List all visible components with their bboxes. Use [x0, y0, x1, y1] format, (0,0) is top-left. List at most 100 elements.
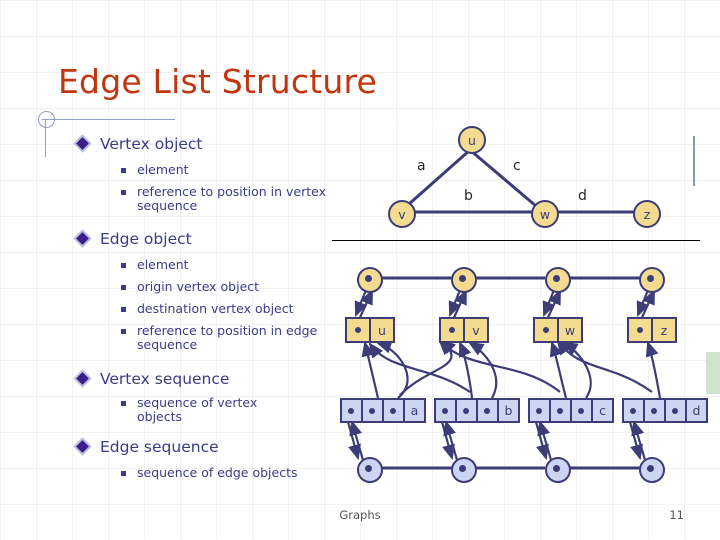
edge-object-origin-cell — [643, 400, 664, 421]
edge-sequence-node[interactable] — [357, 457, 383, 483]
graph-node-label: u — [468, 132, 476, 148]
square-bullet-icon — [121, 329, 126, 334]
pointer-dot-icon — [348, 408, 354, 414]
graph-edge-label-b: b — [464, 188, 473, 204]
vertex-object-w[interactable]: w — [533, 317, 583, 343]
edge-object-destination-cell — [570, 400, 591, 421]
graph-node-w[interactable]: w — [531, 200, 559, 228]
vertex-sequence-node[interactable] — [451, 267, 477, 293]
edge-object-element-cell: d — [685, 400, 706, 421]
graph-edge-label-a: a — [417, 158, 426, 174]
pointer-dot-icon — [442, 408, 448, 414]
edge-object-a[interactable]: a — [340, 398, 426, 423]
subbullet-label: reference to position in vertex sequence — [137, 184, 327, 213]
diamond-bullet-icon — [76, 372, 89, 385]
bullet-label: Vertex sequence — [100, 370, 230, 388]
pointer-dot-icon — [651, 408, 657, 414]
edge-sequence-node[interactable] — [639, 457, 665, 483]
pointer-dot-icon — [536, 408, 542, 414]
graph-node-v[interactable]: v — [388, 200, 416, 228]
bullet-label: Edge sequence — [100, 438, 219, 456]
bullet-label: Edge object — [100, 230, 192, 248]
vertex-sequence-node[interactable] — [639, 267, 665, 293]
vertex-object-pointer-cell — [535, 319, 557, 341]
square-bullet-icon — [121, 285, 126, 290]
subbullet-sequence-of-edge-objects: sequence of edge objects — [121, 466, 352, 480]
edge-object-origin-cell — [455, 400, 476, 421]
pointer-dot-icon — [578, 408, 584, 414]
square-bullet-icon — [121, 263, 126, 268]
pointer-dot-icon — [463, 408, 469, 414]
pointer-dot-icon — [553, 465, 560, 472]
vertex-object-v[interactable]: v — [439, 317, 489, 343]
vertex-object-pointer-cell — [347, 319, 369, 341]
page-title: Edge List Structure — [58, 62, 378, 101]
pointer-dot-icon — [459, 275, 466, 282]
subbullet-element: element — [121, 162, 347, 177]
pointer-dot-icon — [557, 408, 563, 414]
vertex-object-pointer-cell — [441, 319, 463, 341]
bullet-vertex-sequence: Vertex sequence — [76, 370, 230, 388]
vertex-object-element-cell: w — [557, 319, 581, 341]
horizontal-divider — [332, 240, 700, 241]
diamond-bullet-icon — [76, 137, 89, 150]
diamond-bullet-icon — [76, 232, 89, 245]
pointer-dot-icon — [647, 465, 654, 472]
pointer-dot-icon — [365, 275, 372, 282]
edge-object-element-cell: b — [497, 400, 518, 421]
pointer-dot-icon — [355, 327, 361, 333]
bullet-edge-sequence: Edge sequence — [76, 438, 219, 456]
graph-node-label: w — [539, 206, 551, 222]
subbullet-element: element — [121, 257, 352, 272]
graph-node-label: v — [398, 206, 406, 222]
edge-object-c[interactable]: c — [528, 398, 614, 423]
graph-edge-label-d: d — [578, 188, 587, 204]
subbullet-sequence-of-vertex-objects: sequence of vertex objects — [121, 396, 292, 424]
pointer-dot-icon — [449, 327, 455, 333]
vertex-object-element-cell: v — [463, 319, 487, 341]
pointer-dot-icon — [484, 408, 490, 414]
edge-object-element-cell: a — [403, 400, 424, 421]
subbullet-label: element — [137, 257, 189, 272]
graph-node-u[interactable]: u — [458, 126, 486, 154]
edge-object-pointer-cell — [530, 400, 549, 421]
edge-object-element-cell: c — [591, 400, 612, 421]
subbullet-label: reference to position in edge sequence — [137, 323, 318, 352]
vertex-object-u[interactable]: u — [345, 317, 395, 343]
pointer-dot-icon — [637, 327, 643, 333]
pointer-dot-icon — [543, 327, 549, 333]
pointer-dot-icon — [459, 465, 466, 472]
subbullet-reference-vertex-sequence: reference to position in vertex sequence — [121, 184, 342, 213]
diamond-bullet-icon — [76, 440, 89, 453]
square-bullet-icon — [121, 471, 126, 476]
edge-sequence-node[interactable] — [545, 457, 571, 483]
bullet-label: Vertex object — [100, 135, 203, 153]
vertex-object-pointer-cell — [629, 319, 651, 341]
vertex-sequence-node[interactable] — [357, 267, 383, 293]
right-vertical-decoration — [693, 136, 695, 186]
graph-node-z[interactable]: z — [633, 200, 661, 228]
vertex-sequence-node[interactable] — [545, 267, 571, 293]
edge-object-destination-cell — [476, 400, 497, 421]
edge-object-origin-cell — [361, 400, 382, 421]
bullet-edge-object: Edge object — [76, 230, 192, 248]
pointer-dot-icon — [369, 408, 375, 414]
title-circle-decoration — [38, 111, 55, 128]
vertex-object-z[interactable]: z — [627, 317, 677, 343]
edge-object-destination-cell — [664, 400, 685, 421]
edge-object-d[interactable]: d — [622, 398, 708, 423]
subbullet-label: element — [137, 162, 189, 177]
pointer-dot-icon — [672, 408, 678, 414]
subbullet-label: destination vertex object — [137, 301, 294, 316]
pointer-dot-icon — [630, 408, 636, 414]
pointer-dot-icon — [553, 275, 560, 282]
green-accent-block — [706, 352, 720, 394]
edge-object-b[interactable]: b — [434, 398, 520, 423]
edge-sequence-node[interactable] — [451, 457, 477, 483]
graph-node-label: z — [643, 206, 651, 222]
bullet-vertex-object: Vertex object — [76, 135, 203, 153]
square-bullet-icon — [121, 307, 126, 312]
pointer-dot-icon — [365, 465, 372, 472]
edge-object-pointer-cell — [342, 400, 361, 421]
